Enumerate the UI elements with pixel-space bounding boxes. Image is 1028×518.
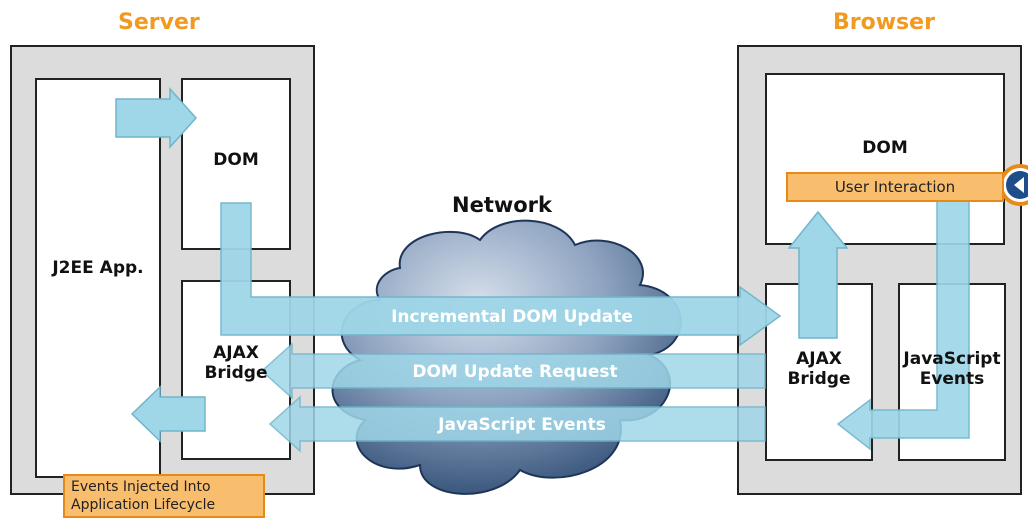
server-dom-label: DOM [213,150,259,170]
js-events-line2: Events [919,369,985,389]
arrow-user-interaction-to-bridge [836,189,970,451]
arrow-j2ee-to-dom [115,87,198,149]
javascript-events-flow-label: JavaScript Events [437,415,606,435]
server-bridge-line1: AJAX [213,343,259,363]
arrow-bridge-to-j2ee [130,385,206,443]
browser-bridge-line1: AJAX [796,349,842,369]
arrow-bridge-to-browser-dom [787,210,849,339]
browser-heading: Browser [833,10,935,35]
events-injected-line2: Application Lifecycle [71,497,216,513]
browser-ajax-bridge-label: AJAX Bridge [765,349,873,389]
arrow-javascript-events [268,395,766,453]
events-injected-line1: Events Injected Into [71,479,211,495]
browser-bridge-line2: Bridge [787,369,851,389]
events-injected-box: Events Injected Into Application Lifecyc… [63,474,265,518]
network-heading: Network [452,193,553,217]
user-interaction-pointer-icon [999,164,1028,206]
browser-dom-label: DOM [862,138,908,158]
incremental-dom-update-label: Incremental DOM Update [391,307,633,327]
server-heading: Server [118,10,200,35]
js-events-line1: JavaScript [903,349,1001,369]
arrow-dom-update-request [260,342,766,400]
dom-update-request-label: DOM Update Request [412,362,617,382]
arrow-incremental-dom-update [220,202,782,347]
j2ee-app-label: J2EE App. [52,258,144,278]
javascript-events-box-label: JavaScript Events [896,349,1008,389]
user-interaction-box[interactable]: User Interaction [786,172,1004,202]
server-bridge-line2: Bridge [204,363,268,383]
server-ajax-bridge-label: AJAX Bridge [181,343,291,383]
